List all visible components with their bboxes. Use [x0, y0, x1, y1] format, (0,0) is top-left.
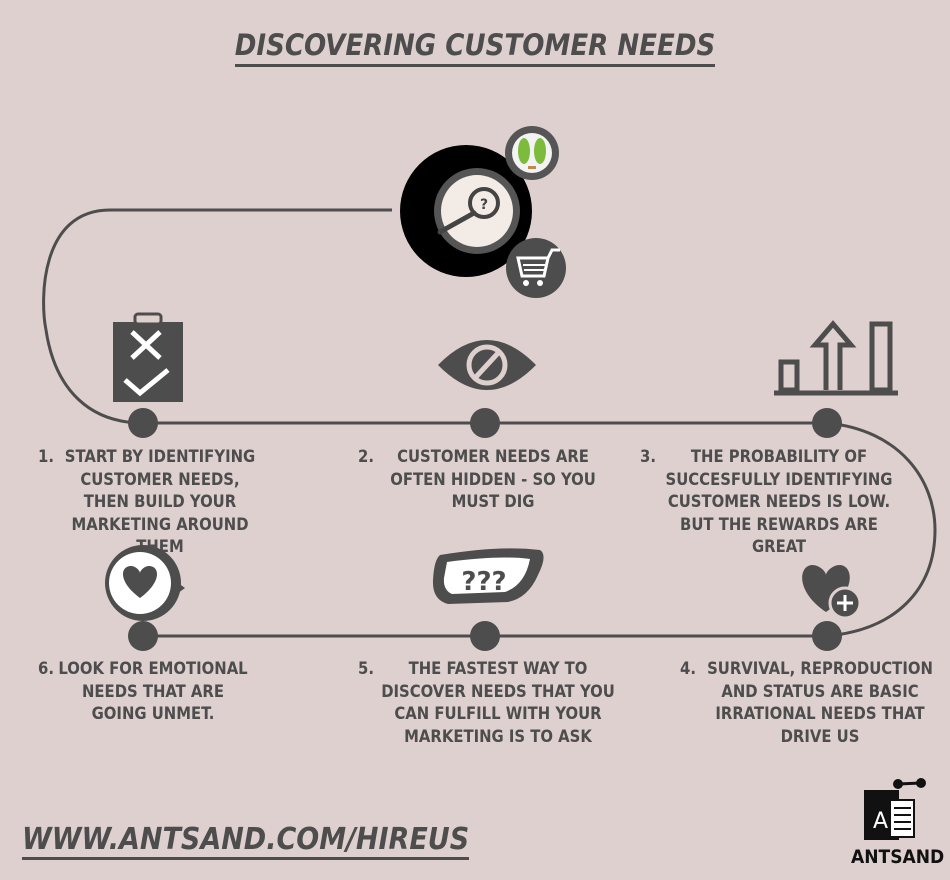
step-number: 4.: [680, 659, 696, 678]
step-dot-5: [470, 621, 500, 651]
growth-chart-icon: [774, 320, 898, 396]
magnifier-hub-icon: ?: [400, 145, 532, 277]
step-5: 5. THE FASTEST WAY TO DISCOVER NEEDS THA…: [358, 658, 620, 748]
step-number: 6.: [38, 659, 54, 678]
step-4: 4. SURVIVAL, REPRODUCTION AND STATUS ARE…: [680, 658, 942, 748]
step-3: 3. THE PROBABILITY OF SUCCESFULLY IDENTI…: [640, 446, 900, 559]
step-2: 2. CUSTOMER NEEDS ARE OFTEN HIDDEN - SO …: [358, 446, 608, 514]
page-title: DISCOVERING CUSTOMER NEEDS: [0, 28, 950, 67]
step-text: THE PROBABILITY OF SUCCESFULLY IDENTIFYI…: [665, 447, 893, 556]
footprints-icon: [505, 126, 559, 180]
step-text: CUSTOMER NEEDS ARE OFTEN HIDDEN - SO YOU…: [390, 447, 596, 511]
step-dot-1: [128, 408, 158, 438]
heart-plus-icon: [802, 565, 862, 620]
step-text: START BY IDENTIFYING CUSTOMER NEEDS, THE…: [64, 447, 256, 556]
step-number: 5.: [358, 659, 374, 678]
step-6: 6. LOOK FOR EMOTIONAL NEEDS THAT ARE GOI…: [38, 658, 248, 726]
connector-top: [42, 208, 392, 425]
svg-text:A: A: [873, 809, 888, 834]
website-link[interactable]: WWW.ANTSAND.COM/HIREUS: [22, 822, 470, 860]
hub-question-mark: ?: [480, 197, 488, 213]
step-dot-2: [470, 408, 500, 438]
step-dot-3: [812, 408, 842, 438]
step-text: SURVIVAL, REPRODUCTION AND STATUS ARE BA…: [707, 659, 933, 746]
step-number: 3.: [640, 447, 656, 466]
connector-right: [826, 421, 937, 638]
shopping-cart-icon: [506, 238, 566, 298]
step-text: LOOK FOR EMOTIONAL NEEDS THAT ARE GOING …: [58, 659, 248, 723]
step-number: 2.: [358, 447, 374, 466]
speech-bubble-icon: ???: [432, 548, 544, 604]
heart-bird-icon: [105, 545, 185, 621]
step-text: THE FASTEST WAY TO DISCOVER NEEDS THAT Y…: [381, 659, 615, 746]
brand-name: ANTSAND: [851, 846, 945, 868]
eye-blocked-icon: [438, 340, 536, 390]
step-number: 1.: [38, 447, 54, 466]
step-1: 1. START BY IDENTIFYING CUSTOMER NEEDS, …: [38, 446, 260, 559]
bubble-text: ???: [461, 567, 506, 597]
antsand-logo-icon: A: [864, 778, 926, 840]
step-dot-4: [812, 621, 842, 651]
step-dot-6: [128, 621, 158, 651]
clipboard-check-icon: [113, 312, 183, 402]
